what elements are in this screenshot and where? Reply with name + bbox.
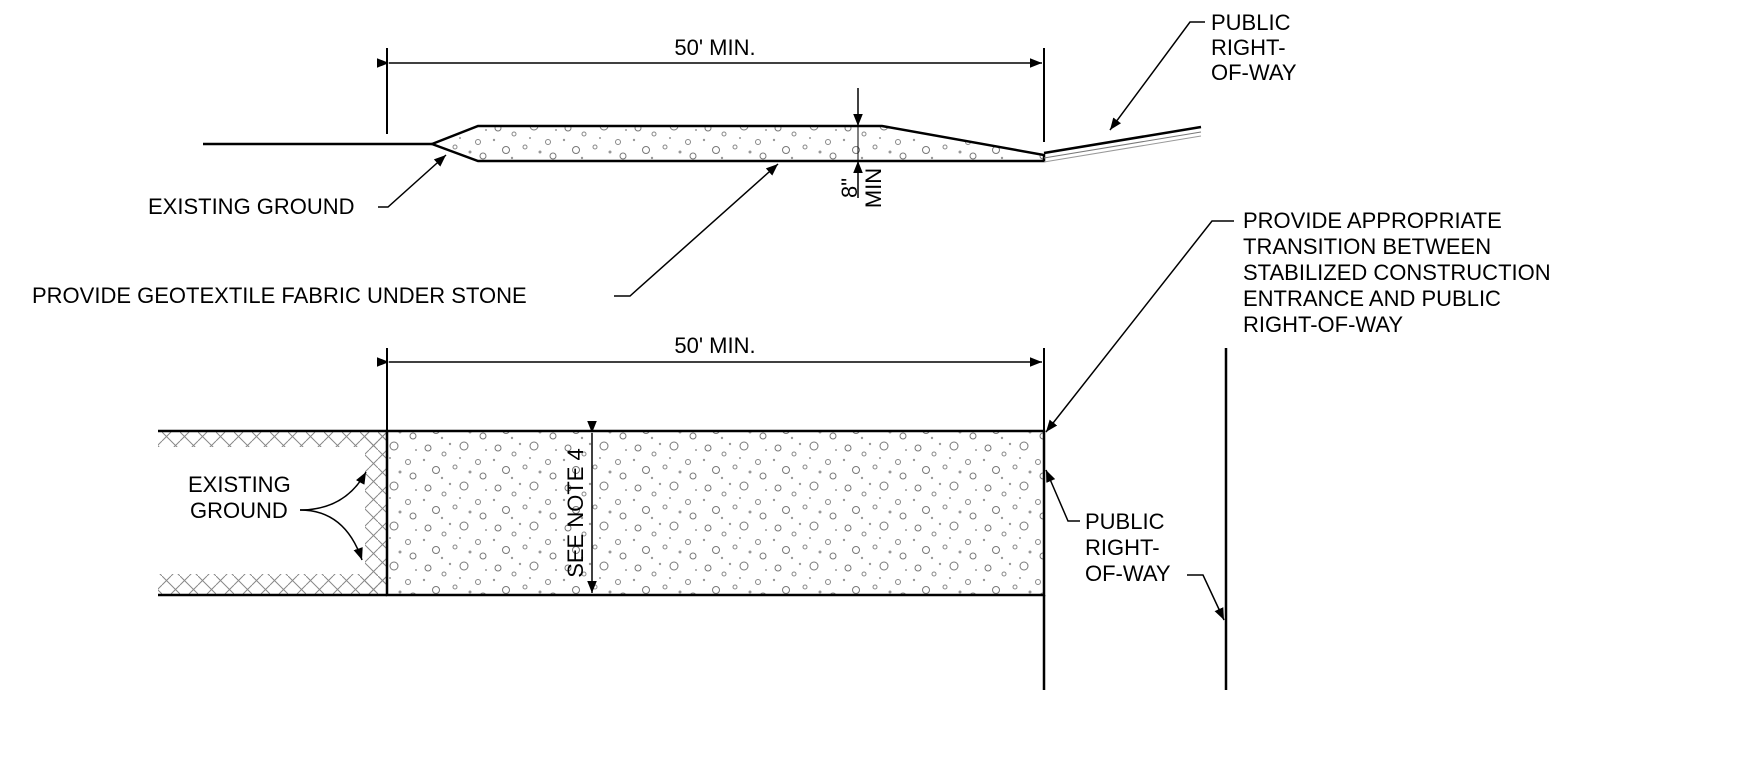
plan-stone-pad — [385, 429, 1046, 597]
plan-transition-note-line-5: RIGHT-OF-WAY — [1243, 312, 1403, 337]
plan-transition-leader — [1045, 220, 1234, 433]
plan-public-row-line-1: PUBLIC — [1085, 509, 1165, 534]
profile-dimension-label: 50' MIN. — [674, 35, 755, 60]
profile-depth-suffix: MIN — [861, 168, 886, 208]
plan-transition-note-line-4: ENTRANCE AND PUBLIC — [1243, 286, 1501, 311]
plan-existing-ground-hatch-edge — [365, 431, 387, 594]
plan-transition-note-line-2: TRANSITION BETWEEN — [1243, 234, 1491, 259]
plan-see-note-label: SEE NOTE 4 — [563, 448, 588, 578]
profile-existing-ground-label: EXISTING GROUND — [148, 194, 355, 219]
plan-transition-note-line-1: PROVIDE APPROPRIATE — [1243, 208, 1502, 233]
profile-depth-value: 8" — [837, 178, 862, 198]
profile-public-row-leader — [1109, 21, 1205, 131]
profile-stone-section — [428, 124, 1046, 163]
plan-public-row-line-3: OF-WAY — [1085, 561, 1171, 586]
plan-view: PROVIDE APPROPRIATE TRANSITION BETWEEN S… — [158, 208, 1551, 690]
plan-public-row-leader-left — [1045, 469, 1080, 522]
profile-geotextile-note: PROVIDE GEOTEXTILE FABRIC UNDER STONE — [32, 283, 527, 308]
plan-existing-ground-leader-up — [299, 471, 367, 511]
profile-public-row-line-1: PUBLIC — [1211, 10, 1291, 35]
plan-existing-ground-line-2: GROUND — [190, 498, 288, 523]
profile-public-row-line-2: RIGHT- — [1211, 35, 1286, 60]
profile-geotextile-leader — [614, 163, 779, 297]
profile-road-line-1 — [1043, 125, 1202, 155]
plan-existing-ground-line-1: EXISTING — [188, 472, 291, 497]
profile-road-line-3 — [1043, 135, 1202, 163]
profile-public-row-line-3: OF-WAY — [1211, 60, 1297, 85]
plan-public-row-line-2: RIGHT- — [1085, 535, 1160, 560]
plan-public-row-leader-right — [1187, 574, 1225, 621]
profile-view: 50' MIN. 8" MIN PUBLIC RIGHT- OF-WAY EXI… — [32, 10, 1297, 308]
profile-road-line-2 — [1043, 131, 1202, 159]
plan-dimension-label: 50' MIN. — [674, 333, 755, 358]
plan-existing-ground-hatch-bottom — [158, 574, 387, 594]
profile-existing-ground-leader — [378, 154, 447, 208]
plan-existing-ground-leader-down — [299, 509, 363, 561]
plan-existing-ground-hatch-top — [158, 431, 387, 447]
plan-transition-note-line-3: STABILIZED CONSTRUCTION — [1243, 260, 1551, 285]
